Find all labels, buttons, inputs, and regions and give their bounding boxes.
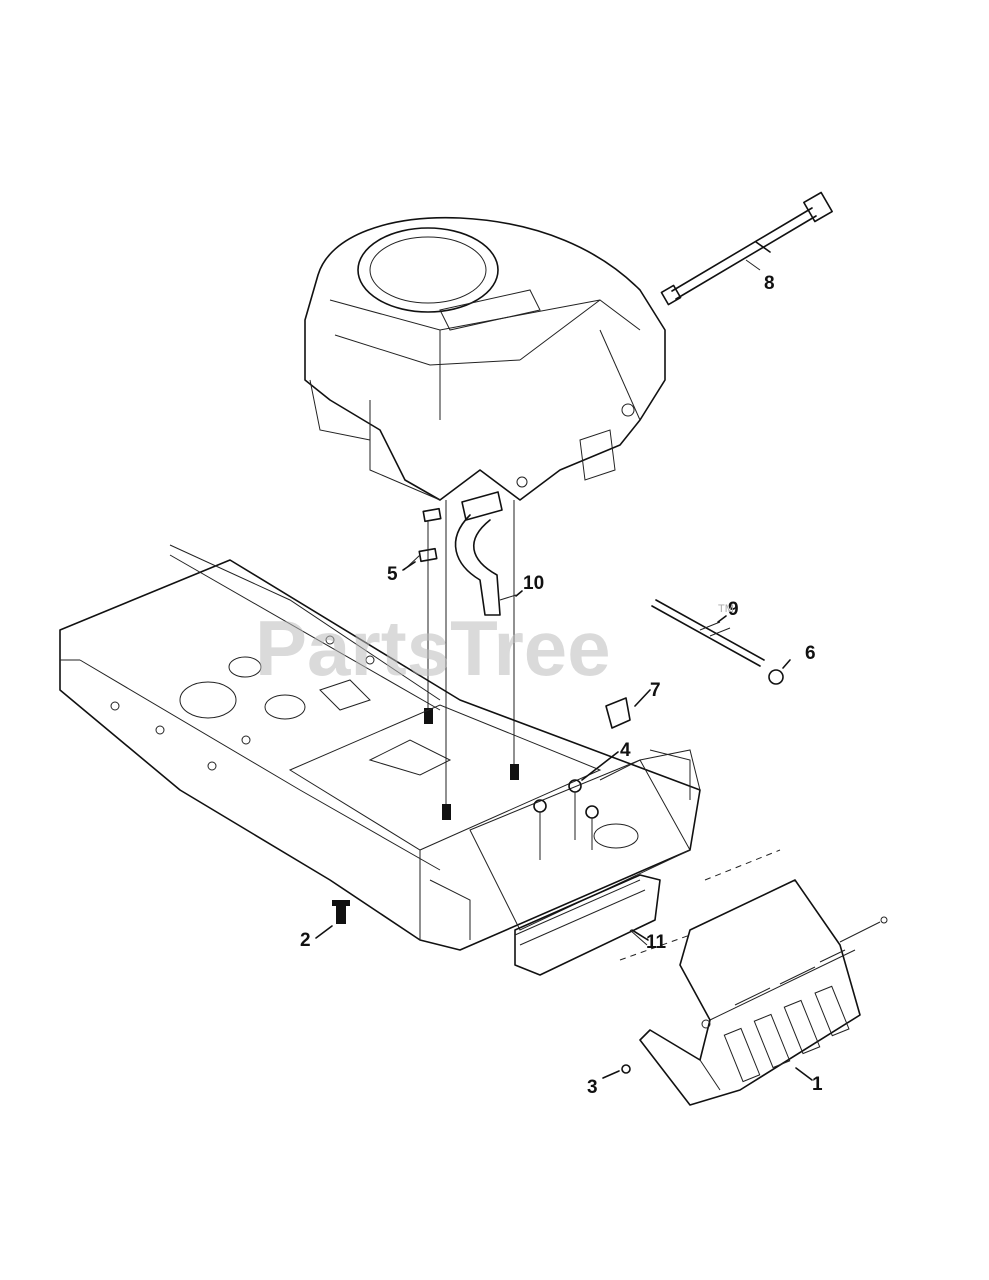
callout-8: 8: [764, 273, 775, 294]
callout-5: 5: [387, 564, 398, 585]
part-2-bolt[interactable]: [332, 900, 350, 924]
watermark-text: PartsTree: [255, 604, 611, 692]
part-11-tray[interactable]: [514, 874, 661, 976]
callout-3: 3: [587, 1077, 598, 1098]
callout-4: 4: [620, 740, 631, 761]
callout-6: 6: [805, 643, 816, 664]
part-8-drain-tube[interactable]: [660, 191, 833, 306]
part-10-dipstick-tube[interactable]: [454, 491, 517, 616]
leader-lines: [315, 241, 813, 1081]
callouts: 1 2 3 4 5 6 7 8 9 10 11: [300, 273, 823, 1098]
part-4-hardware[interactable]: [533, 779, 599, 860]
callout-1: 1: [812, 1074, 823, 1095]
part-3-screw[interactable]: [621, 1064, 631, 1074]
callout-9: 9: [728, 599, 739, 620]
callout-7: 7: [650, 680, 661, 701]
part-9-pin[interactable]: [651, 599, 765, 667]
part-7-clip[interactable]: [605, 697, 631, 729]
tractor-frame[interactable]: [59, 544, 701, 951]
watermark-logo: PartsTree TM: [255, 603, 734, 692]
part-1-shield[interactable]: [619, 849, 888, 1106]
engine[interactable]: [304, 216, 666, 501]
watermark-trademark: TM: [718, 603, 734, 615]
part-6-nut[interactable]: [768, 669, 784, 685]
callout-10: 10: [523, 573, 544, 594]
callout-11: 11: [646, 932, 667, 953]
callout-2: 2: [300, 930, 311, 951]
